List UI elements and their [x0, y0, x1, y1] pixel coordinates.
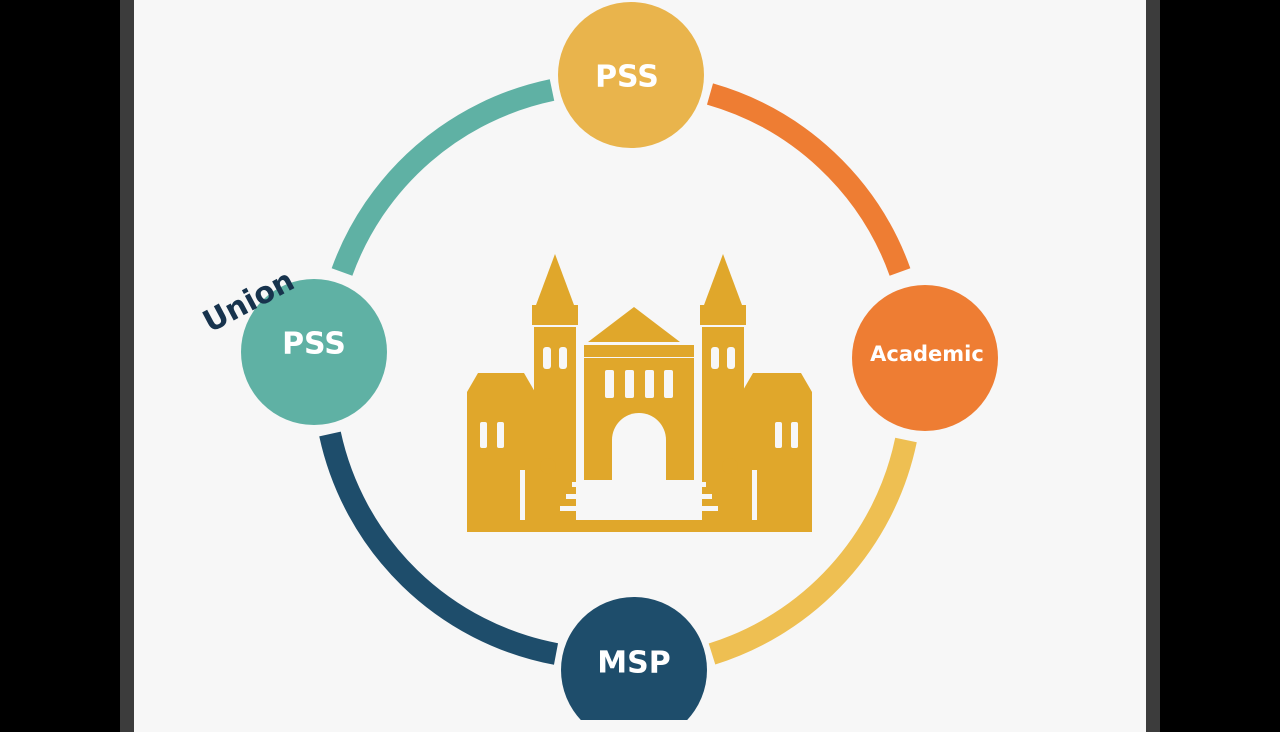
node-right: Academic	[852, 285, 998, 431]
node-bottom-label: MSP	[597, 646, 670, 681]
node-top-circle	[558, 2, 704, 148]
node-bottom: MSP	[561, 597, 707, 720]
node-right-label: Academic	[870, 342, 984, 366]
university-building-icon	[467, 254, 812, 532]
node-top-label: PSS	[595, 60, 659, 95]
node-left-circle	[241, 279, 387, 425]
arc-top-right	[706, 83, 911, 276]
arc-left-top	[331, 79, 555, 276]
arc-right-bottom	[708, 437, 917, 665]
node-left-label: PSS	[282, 327, 346, 362]
node-bottom-circle	[561, 597, 707, 720]
node-right-circle	[852, 285, 998, 431]
arc-bottom-left	[319, 431, 559, 665]
node-top: PSS	[558, 2, 704, 148]
node-left: PSS	[241, 279, 387, 425]
